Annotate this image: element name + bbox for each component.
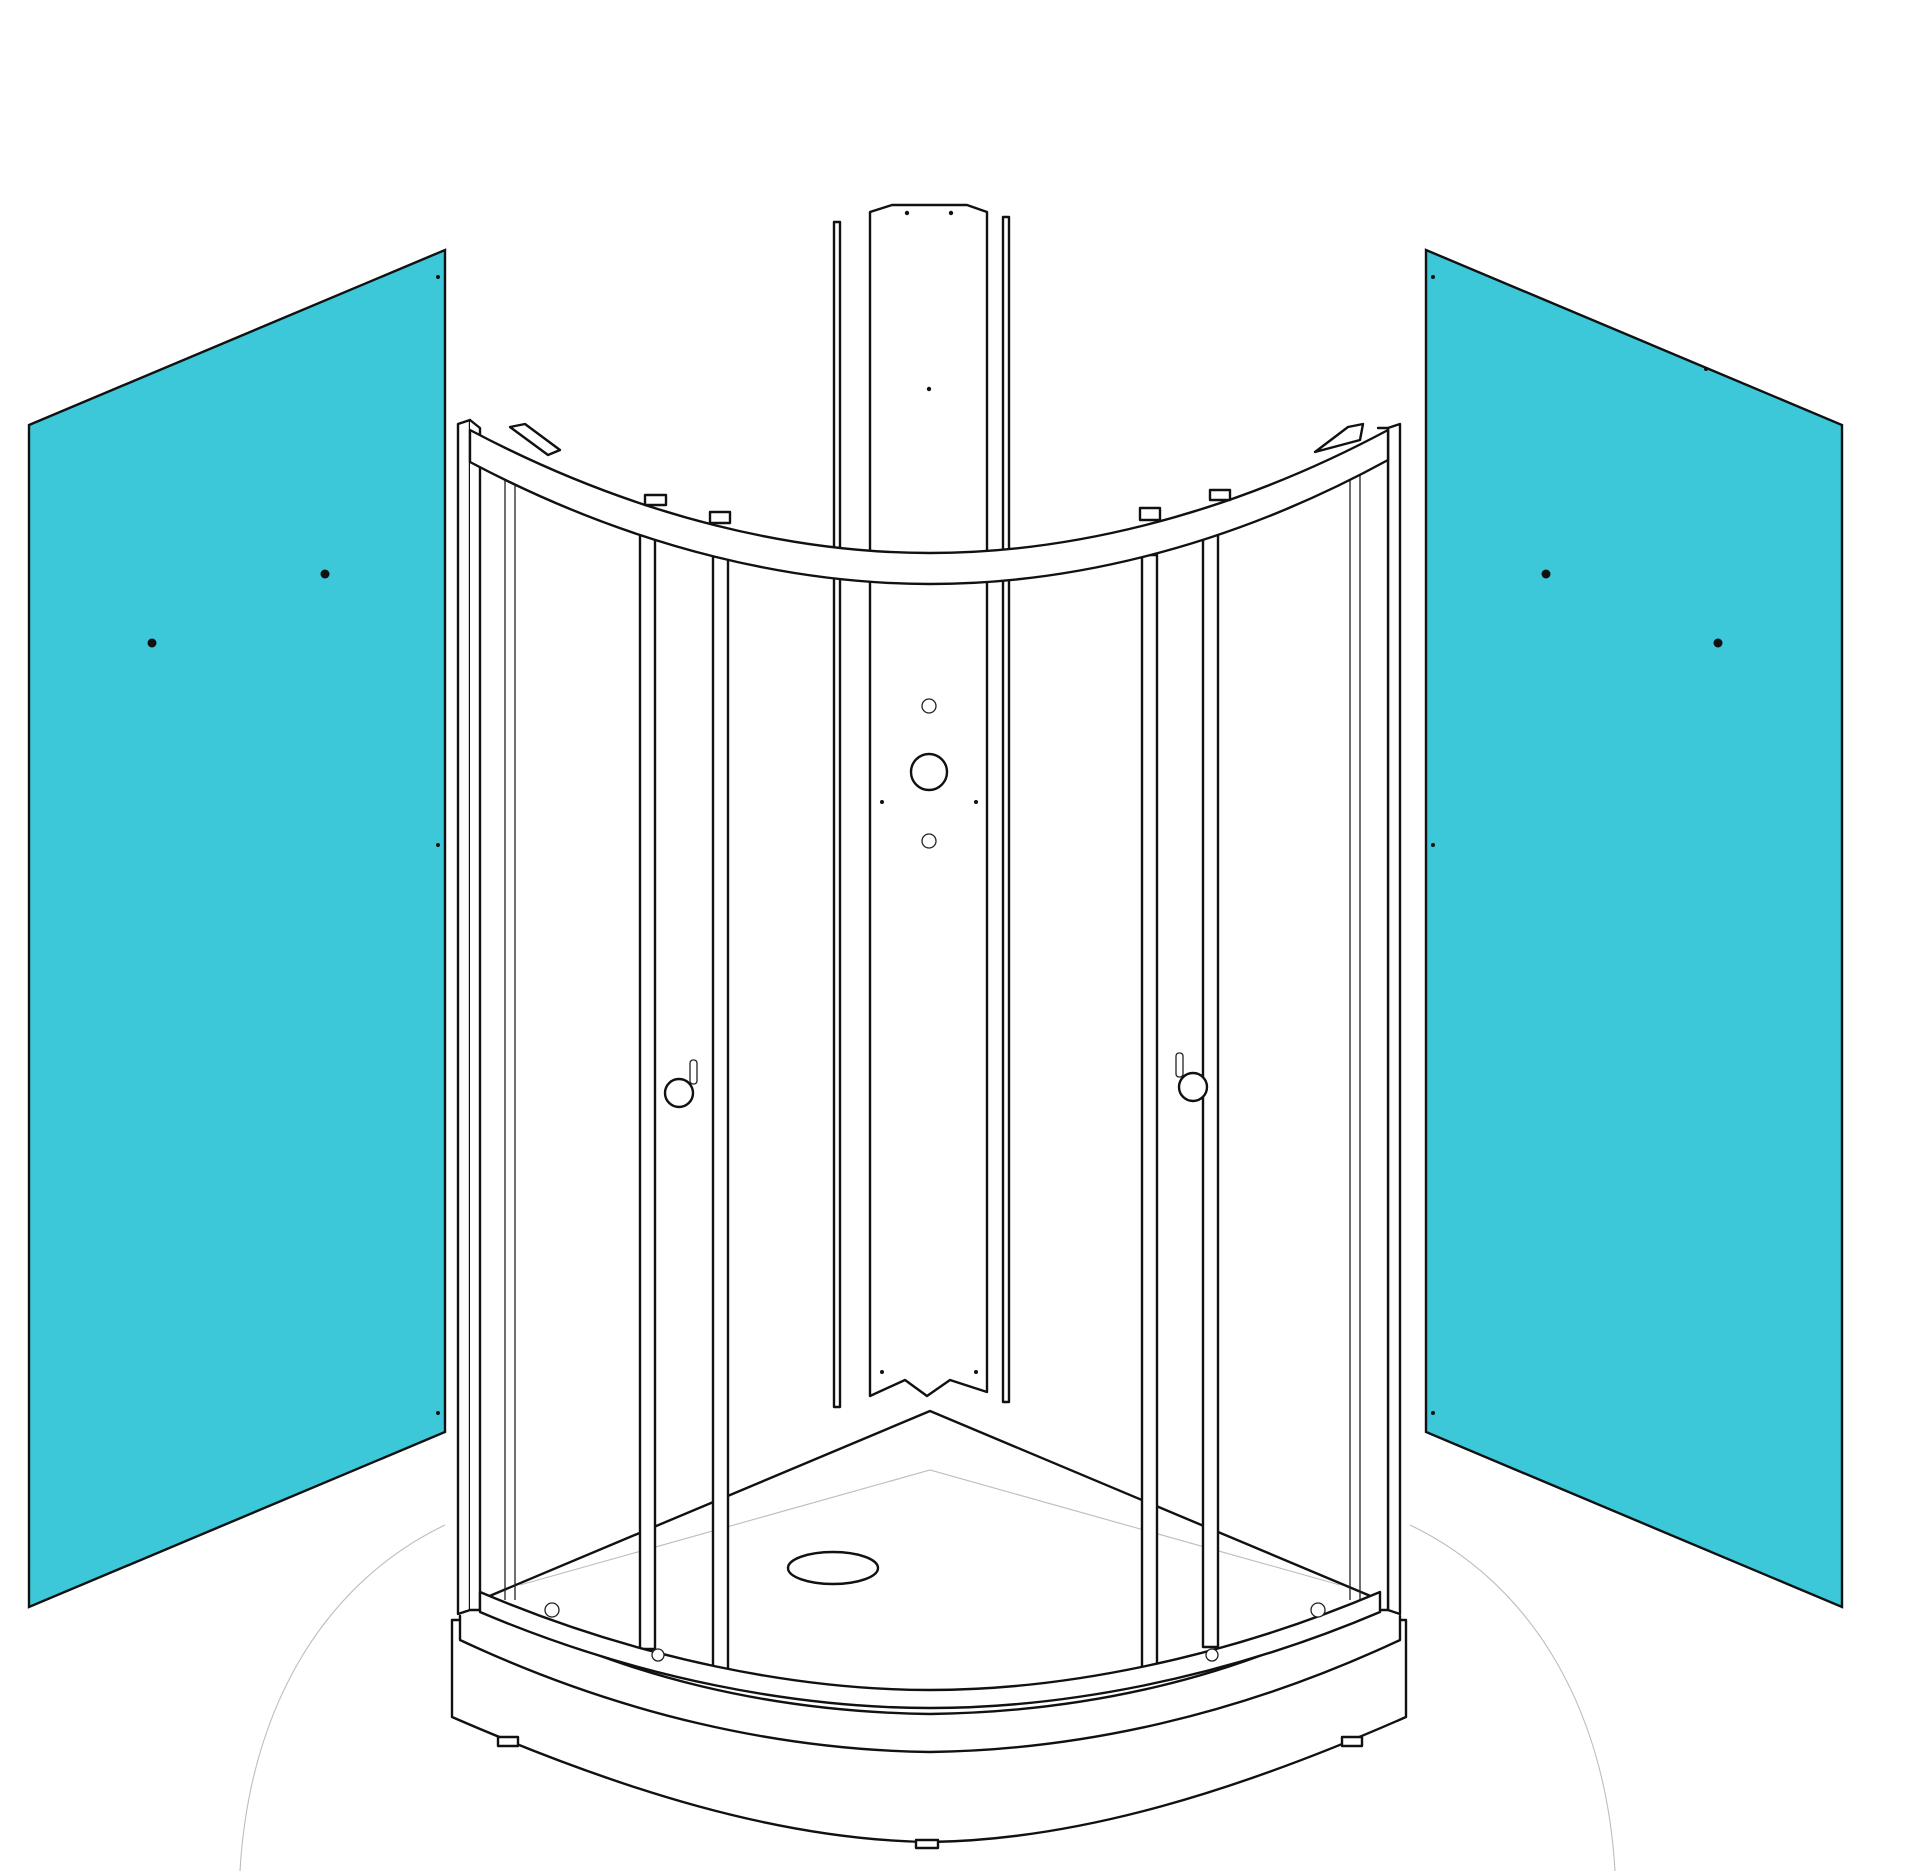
tray-foot-front	[914, 1838, 940, 1850]
right-panel-edge-mark-3	[1431, 1411, 1435, 1415]
back-column-hole-upper	[921, 698, 937, 714]
right-door-stile-inner	[1140, 553, 1159, 1682]
drain-icon	[786, 1550, 880, 1586]
bottom-roller-right	[1310, 1602, 1326, 1618]
left-wall-panel	[27, 248, 447, 1609]
right-frame-post	[1386, 422, 1402, 1616]
knob-icon	[663, 1077, 695, 1109]
back-column	[832, 203, 1011, 1409]
back-column-mixer-hole	[909, 752, 949, 792]
left-door-stile-outer	[638, 532, 657, 1651]
door-frame	[456, 418, 1402, 1710]
right-panel-edge-mark-4	[1704, 367, 1708, 371]
right-wall-panel	[1424, 248, 1844, 1609]
bottom-roller-left-2	[651, 1648, 665, 1662]
top-rail-cap-left	[508, 422, 562, 457]
knob-icon	[1177, 1071, 1209, 1103]
left-frame-post	[456, 418, 472, 1616]
top-rail-bracket-right-2	[1138, 506, 1162, 522]
top-curved-rail	[468, 428, 1390, 586]
door-handle-right-backplate	[1175, 1052, 1184, 1078]
top-rail-bracket-right	[1208, 488, 1232, 502]
back-column-left-strip	[832, 220, 842, 1409]
tray-foot-left	[496, 1735, 520, 1748]
left-panel-edge-mark-2	[436, 843, 440, 847]
top-rail-bracket-left	[643, 493, 668, 507]
door-handle-left	[663, 1059, 698, 1109]
door-handle-right	[1175, 1052, 1209, 1103]
back-column-body	[868, 203, 989, 1398]
back-column-screw-5	[974, 800, 978, 804]
right-panel-edge-mark-2	[1431, 843, 1435, 847]
back-column-screw-6	[880, 1370, 884, 1374]
right-wall-panel-surface	[1424, 248, 1844, 1609]
back-column-screw-7	[974, 1370, 978, 1374]
bottom-roller-left	[544, 1602, 560, 1618]
left-frame-post-inner	[468, 418, 482, 1612]
floor-guide-arc	[239, 1524, 1616, 1871]
tray-foot-right	[1340, 1735, 1364, 1748]
back-column-screw-2	[948, 210, 954, 216]
left-panel-hole-top	[320, 569, 330, 579]
door-handle-left-backplate	[689, 1059, 698, 1085]
right-panel-edge-mark-1	[1431, 275, 1435, 279]
bottom-curved-rail	[478, 1590, 1382, 1710]
back-column-right-strip	[1001, 215, 1011, 1404]
back-column-hole-lower	[921, 833, 937, 849]
left-panel-hole-left	[147, 638, 157, 648]
left-panel-edge-mark-3	[436, 1411, 440, 1415]
left-panel-edge-mark-1	[436, 275, 440, 279]
back-column-screw-1	[904, 210, 910, 216]
back-column-screw-4	[880, 800, 884, 804]
left-door-stile-inner	[711, 554, 730, 1683]
top-rail-bracket-left-2	[708, 510, 732, 525]
bottom-roller-right-2	[1205, 1648, 1219, 1662]
right-panel-hole-right	[1713, 638, 1723, 648]
left-wall-panel-surface	[27, 248, 447, 1609]
top-rail-cap-right	[1313, 422, 1365, 454]
shower-tray	[450, 1409, 1408, 1850]
right-frame-post-inner	[1376, 426, 1390, 1612]
right-panel-hole-top	[1541, 569, 1551, 579]
back-column-screw-3	[926, 386, 932, 392]
